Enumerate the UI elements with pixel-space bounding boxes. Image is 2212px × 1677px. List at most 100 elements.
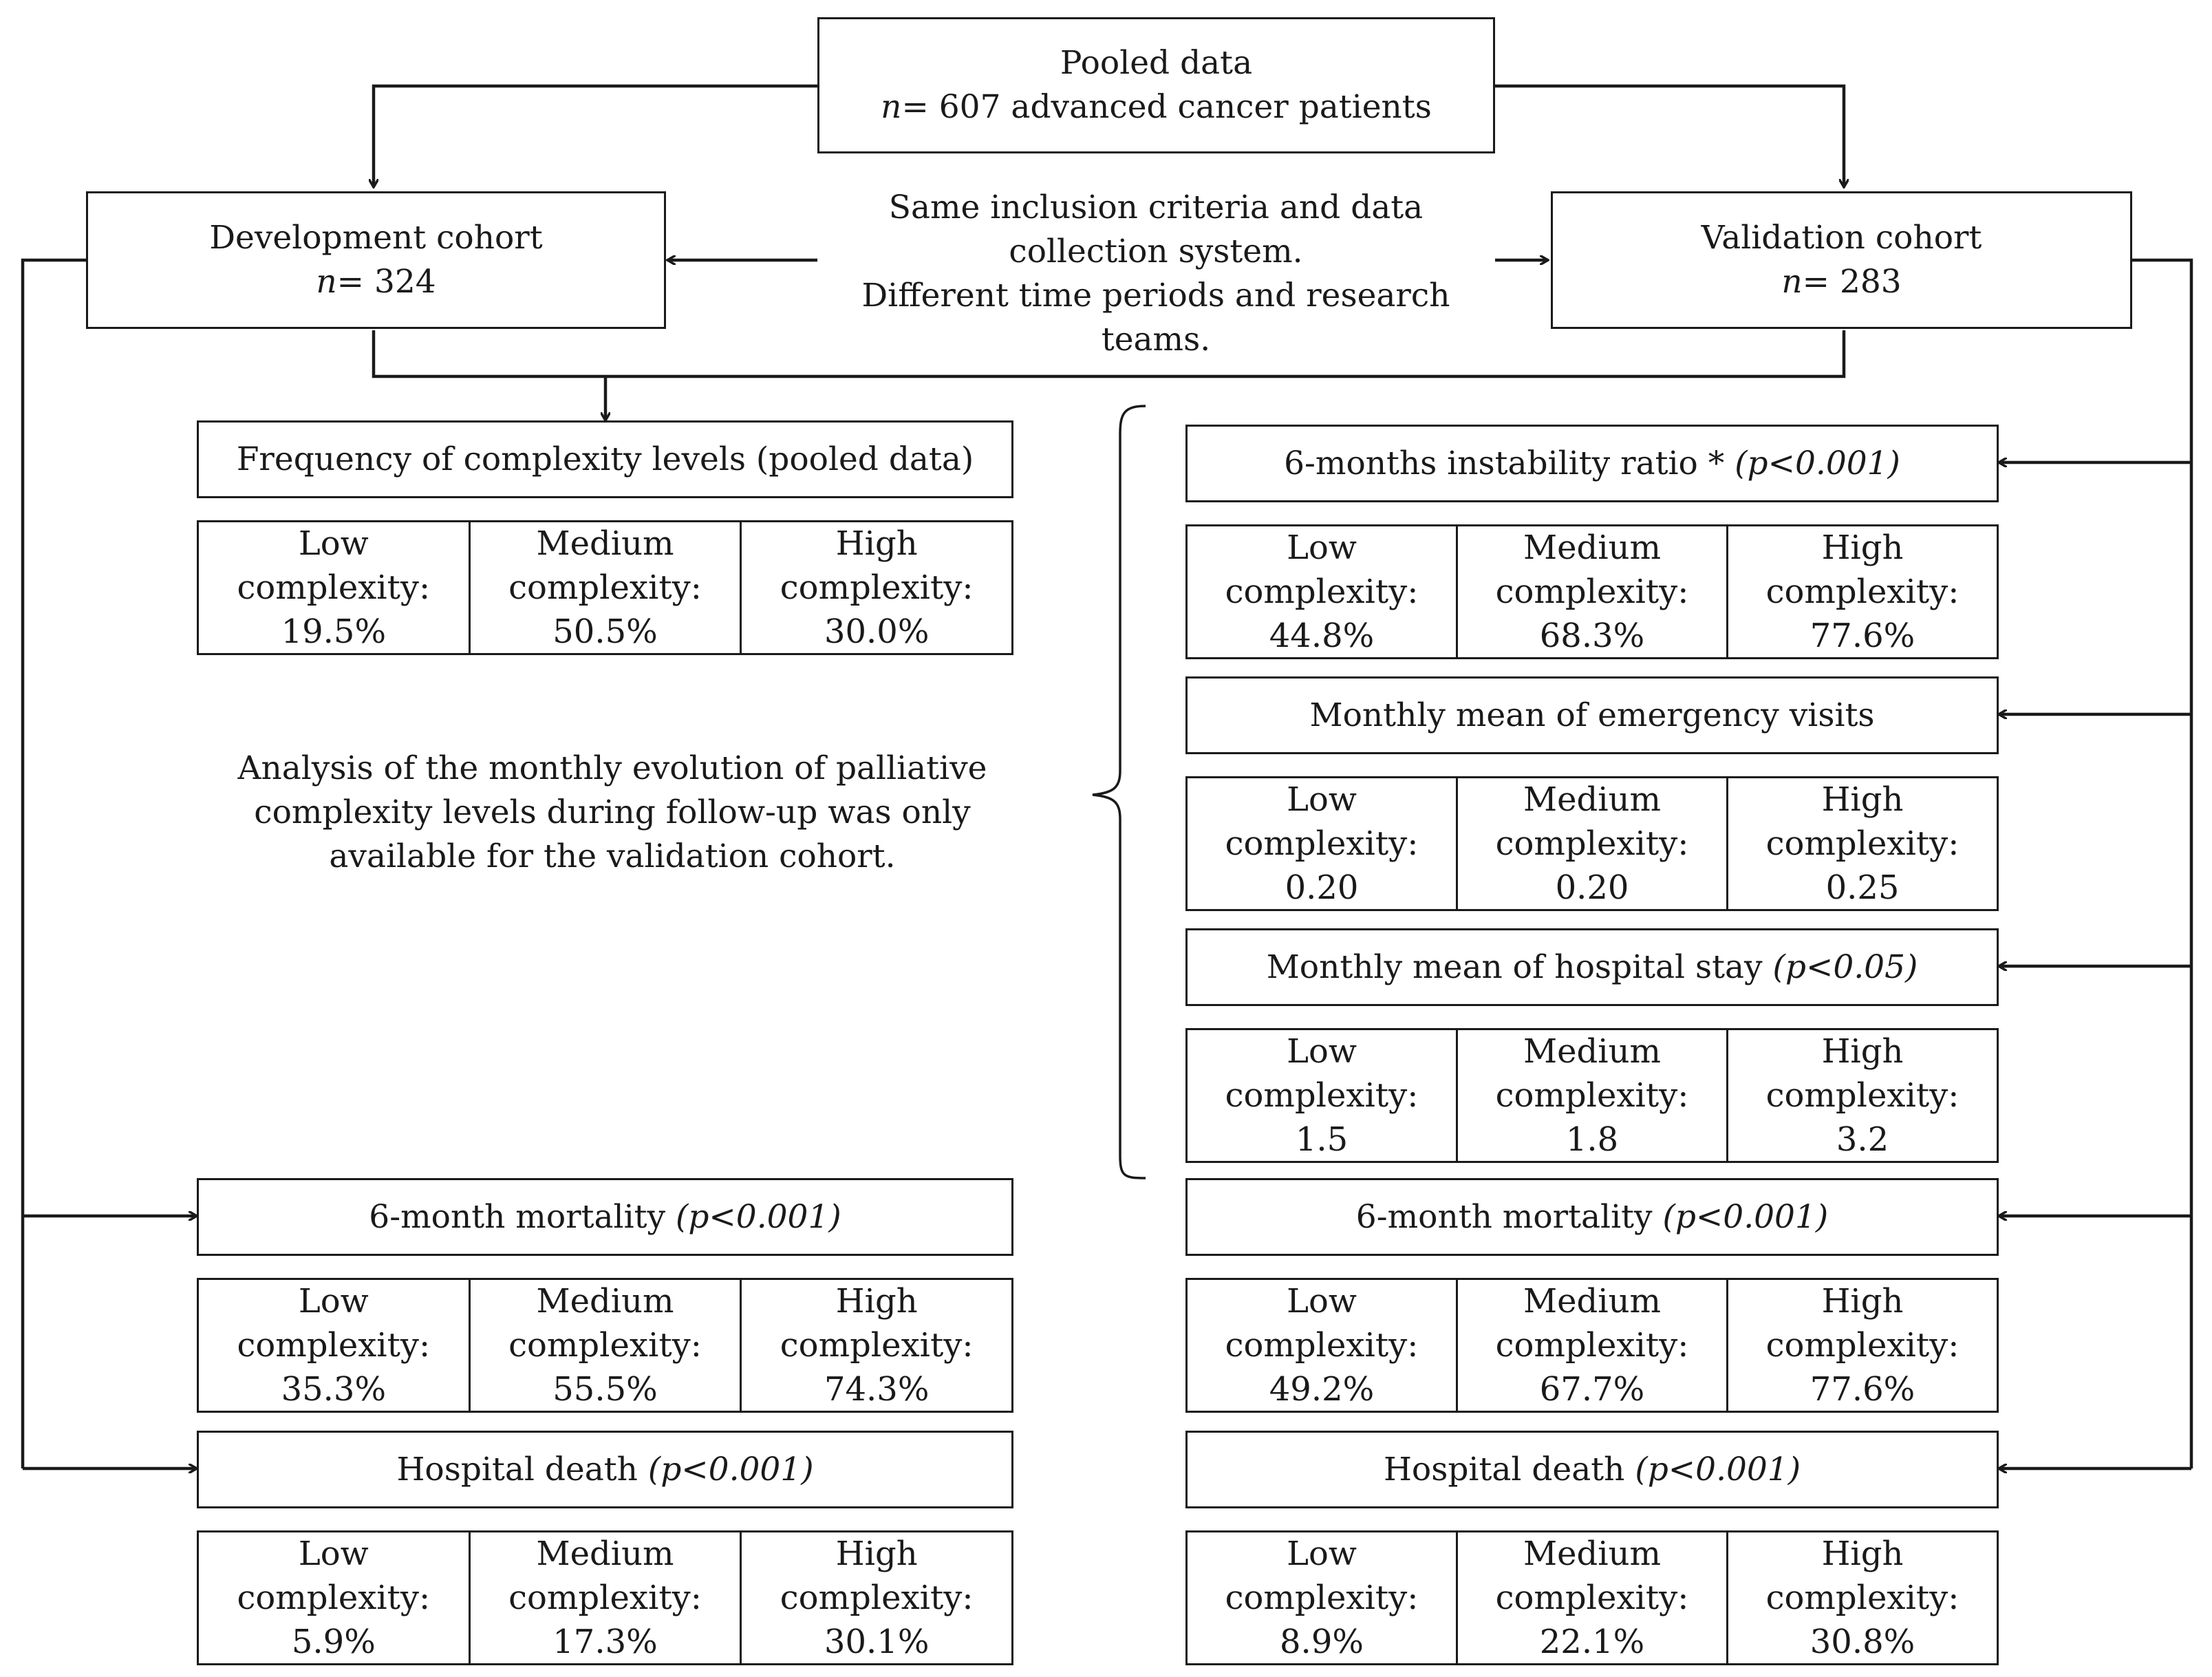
- section-title: 6-months instability ratio *: [1284, 444, 1735, 482]
- level-cell: Medium complexity: 1.8: [1456, 1030, 1726, 1161]
- analysis-note-line: Analysis of the monthly evolution of pal…: [237, 749, 987, 787]
- analysis-note: Analysis of the monthly evolution of pal…: [206, 747, 1018, 879]
- development-title: Development cohort: [209, 219, 543, 257]
- level-label: High: [1821, 1282, 1904, 1321]
- level-value: 77.6%: [1810, 1370, 1915, 1409]
- level-value: 55.5%: [552, 1370, 658, 1409]
- emergency-title-box: Monthly mean of emergency visits: [1185, 676, 1999, 754]
- level-value: 22.1%: [1539, 1623, 1645, 1661]
- complexity-label: complexity:: [1495, 573, 1689, 611]
- level-cell: High complexity: 77.6%: [1726, 526, 1997, 657]
- level-label: Medium: [1523, 1282, 1662, 1321]
- level-value: 19.5%: [281, 612, 387, 651]
- level-label: Medium: [536, 1282, 674, 1321]
- instability-levels-grid: Low complexity: 44.8% Medium complexity:…: [1185, 524, 1999, 659]
- level-value: 5.9%: [291, 1623, 376, 1661]
- level-value: 30.8%: [1810, 1623, 1915, 1661]
- section-title: Frequency of complexity levels (pooled d…: [236, 440, 974, 478]
- arrow-pooled-to-development: [374, 84, 817, 187]
- level-label: High: [835, 524, 918, 563]
- level-cell: High complexity: 3.2: [1726, 1030, 1997, 1161]
- level-value: 1.8: [1565, 1120, 1619, 1159]
- level-label: High: [1821, 1535, 1904, 1573]
- level-label: High: [835, 1535, 918, 1573]
- dev-mortality-title-box: 6-month mortality (p<0.001): [197, 1178, 1013, 1256]
- development-n: n= 324: [316, 263, 436, 301]
- curly-brace: [1092, 405, 1146, 1179]
- complexity-label: complexity:: [1495, 1326, 1689, 1365]
- complexity-label: complexity:: [780, 1326, 974, 1365]
- level-label: High: [1821, 780, 1904, 819]
- level-cell: High complexity: 0.25: [1726, 778, 1997, 909]
- arrow-pooled-to-validation: [1495, 84, 1844, 187]
- complexity-label: complexity:: [237, 1579, 431, 1617]
- level-cell: High complexity: 30.0%: [740, 522, 1011, 653]
- complexity-label: complexity:: [508, 1326, 702, 1365]
- level-value: 30.1%: [824, 1623, 930, 1661]
- level-cell: Medium complexity: 67.7%: [1456, 1280, 1726, 1411]
- section-title: 6-month mortality: [1355, 1197, 1663, 1236]
- analysis-note-line: complexity levels during follow-up was o…: [254, 793, 971, 831]
- complexity-label: complexity:: [780, 568, 974, 607]
- complexity-label: complexity:: [1225, 1326, 1419, 1365]
- p-value: (p<0.001): [1735, 444, 1900, 482]
- development-cohort-box: Development cohort n= 324: [86, 191, 666, 329]
- criteria-note-line: collection system.: [1009, 233, 1303, 270]
- level-value: 1.5: [1295, 1120, 1349, 1159]
- p-value: (p<0.001): [676, 1197, 841, 1236]
- level-cell: Low complexity: 0.20: [1188, 778, 1456, 909]
- analysis-note-line: available for the validation cohort.: [329, 837, 896, 875]
- level-label: Medium: [536, 524, 674, 563]
- section-title: 6-month mortality: [369, 1197, 676, 1236]
- criteria-note-line: Same inclusion criteria and data: [888, 189, 1424, 226]
- level-cell: Low complexity: 8.9%: [1188, 1532, 1456, 1663]
- hospital-stay-title-box: Monthly mean of hospital stay (p<0.05): [1185, 928, 1999, 1006]
- level-label: Low: [1287, 1282, 1357, 1321]
- val-mortality-title-box: 6-month mortality (p<0.001): [1185, 1178, 1999, 1256]
- level-cell: Low complexity: 19.5%: [199, 522, 469, 653]
- complexity-label: complexity:: [1225, 1579, 1419, 1617]
- level-cell: Medium complexity: 68.3%: [1456, 526, 1726, 657]
- frequency-title-box: Frequency of complexity levels (pooled d…: [197, 420, 1013, 498]
- level-value: 0.20: [1555, 868, 1629, 907]
- section-title: Monthly mean of hospital stay: [1266, 948, 1773, 986]
- complexity-label: complexity:: [1495, 1579, 1689, 1617]
- p-value: (p<0.001): [647, 1450, 814, 1488]
- val-mortality-levels-grid: Low complexity: 49.2% Medium complexity:…: [1185, 1278, 1999, 1413]
- emergency-levels-grid: Low complexity: 0.20 Medium complexity: …: [1185, 776, 1999, 911]
- complexity-label: complexity:: [237, 568, 431, 607]
- level-cell: Low complexity: 5.9%: [199, 1532, 469, 1663]
- section-title: Monthly mean of emergency visits: [1309, 696, 1875, 734]
- level-label: High: [1821, 1032, 1904, 1071]
- validation-cohort-box: Validation cohort n= 283: [1551, 191, 2132, 329]
- level-label: Medium: [1523, 780, 1662, 819]
- dev-death-title-box: Hospital death (p<0.001): [197, 1431, 1013, 1508]
- pooled-data-box: Pooled data n= 607 advanced cancer patie…: [817, 17, 1495, 153]
- line-validation-trunk: [2132, 258, 2193, 1468]
- line-cohorts-merge: [372, 330, 1846, 378]
- hospital-stay-levels-grid: Low complexity: 1.5 Medium complexity: 1…: [1185, 1028, 1999, 1163]
- level-cell: Medium complexity: 22.1%: [1456, 1532, 1726, 1663]
- level-cell: High complexity: 30.1%: [740, 1532, 1011, 1663]
- complexity-label: complexity:: [1495, 824, 1689, 863]
- complexity-label: complexity:: [508, 568, 702, 607]
- complexity-label: complexity:: [1225, 824, 1419, 863]
- validation-n: n= 283: [1781, 263, 1902, 301]
- criteria-note-line: Different time periods and research: [861, 277, 1450, 314]
- level-value: 67.7%: [1539, 1370, 1645, 1409]
- level-label: Low: [298, 1282, 369, 1321]
- level-cell: High complexity: 30.8%: [1726, 1532, 1997, 1663]
- level-label: Low: [298, 1535, 369, 1573]
- p-value: (p<0.001): [1662, 1197, 1829, 1236]
- level-value: 77.6%: [1810, 617, 1915, 655]
- level-value: 0.20: [1285, 868, 1359, 907]
- level-cell: Low complexity: 44.8%: [1188, 526, 1456, 657]
- level-cell: High complexity: 77.6%: [1726, 1280, 1997, 1411]
- level-label: Low: [1287, 1032, 1357, 1071]
- level-cell: Medium complexity: 55.5%: [468, 1280, 740, 1411]
- complexity-label: complexity:: [1765, 824, 1959, 863]
- level-value: 68.3%: [1539, 617, 1645, 655]
- level-value: 50.5%: [552, 612, 658, 651]
- level-value: 35.3%: [281, 1370, 387, 1409]
